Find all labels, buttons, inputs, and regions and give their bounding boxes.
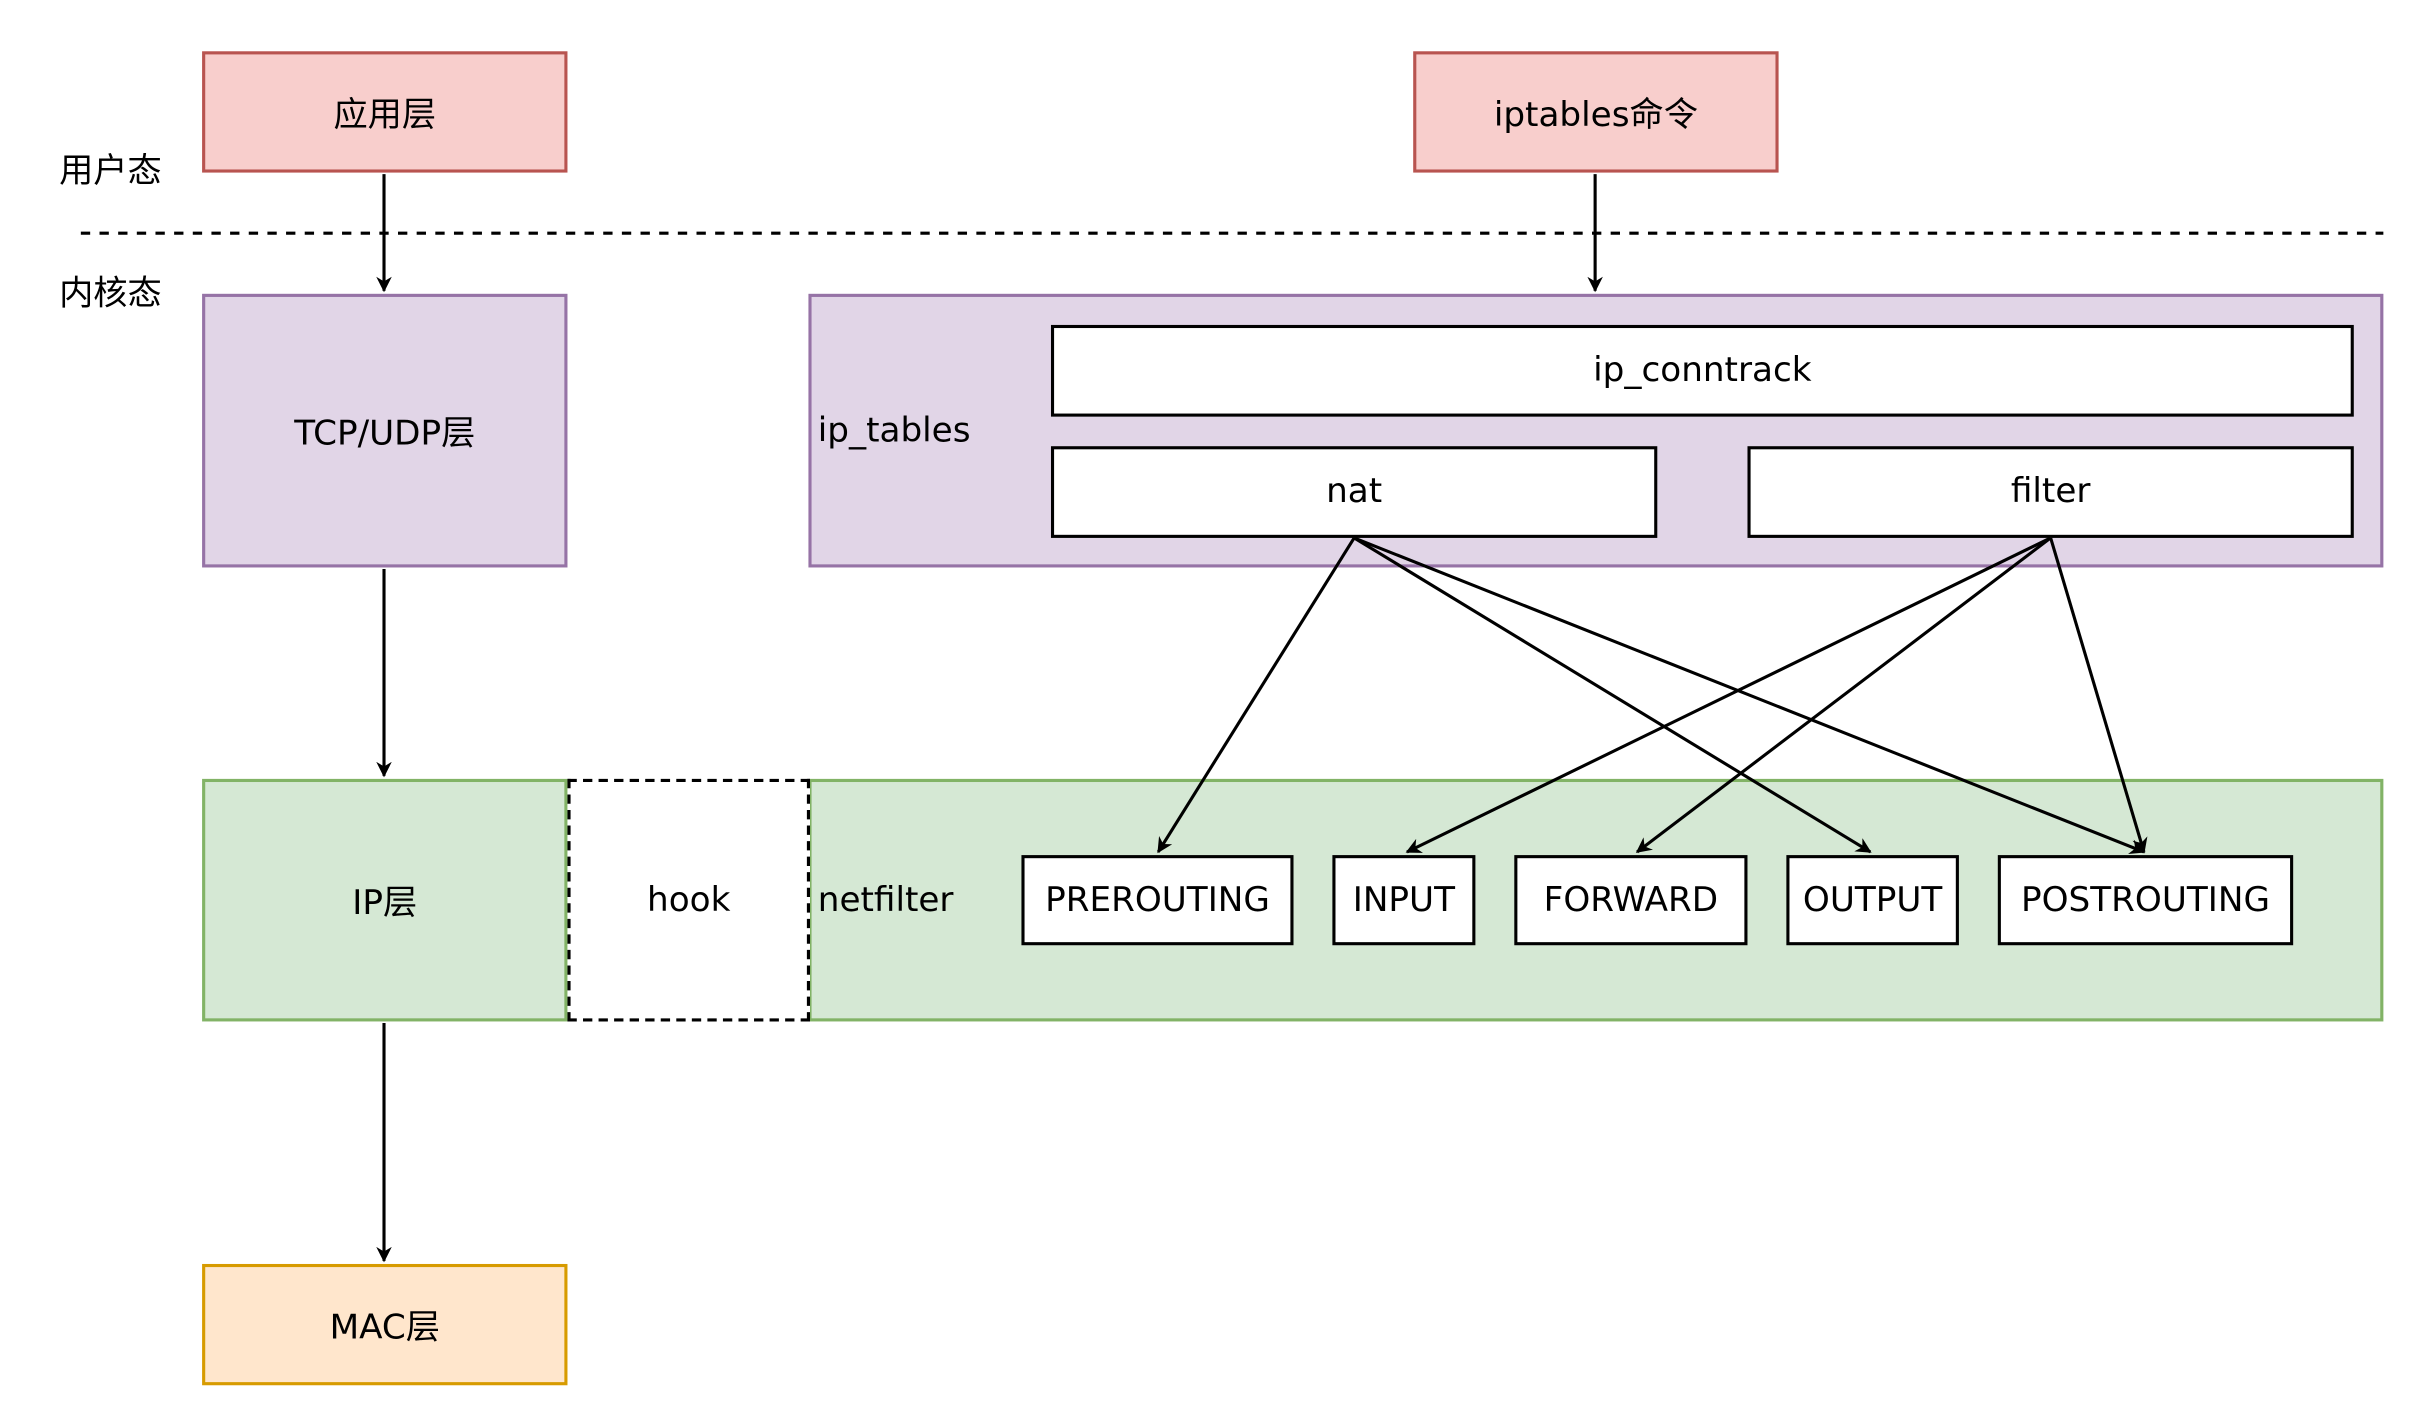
arrow-nat-to-output — [1353, 536, 1872, 854]
chain-postrouting-box: POSTROUTING — [1997, 855, 2294, 946]
chain-forward-box: FORWARD — [1514, 855, 1748, 946]
filter-table-box: filter — [1747, 446, 2354, 538]
hook-box: hook — [567, 778, 810, 1022]
user-mode-label: 用户态 — [59, 152, 162, 192]
tcp-udp-layer-box: TCP/UDP层 — [202, 293, 568, 568]
nat-table-box: nat — [1050, 446, 1658, 538]
iptables-command-box: iptables命令 — [1413, 51, 1779, 173]
arrow-filter-to-postrouting — [2049, 537, 2148, 854]
chain-input-box: INPUT — [1332, 855, 1476, 946]
arrow-nat-to-prerouting — [1156, 537, 1356, 854]
arrow-filter-to-forward — [1635, 536, 2052, 854]
kernel-mode-label: 内核态 — [59, 275, 162, 315]
chain-prerouting-box: PREROUTING — [1021, 855, 1294, 946]
mac-layer-box: MAC层 — [202, 1263, 568, 1386]
arrow-nat-to-postrouting — [1353, 536, 2146, 855]
chain-output-box: OUTPUT — [1786, 855, 1959, 946]
application-layer-box: 应用层 — [202, 51, 568, 173]
ip-layer-box: IP层 — [202, 778, 568, 1022]
netfilter-label: netfilter — [817, 881, 954, 921]
ip-tables-label: ip_tables — [817, 411, 971, 451]
arrow-filter-to-input — [1405, 536, 2052, 854]
ip-conntrack-box: ip_conntrack — [1050, 324, 2354, 417]
